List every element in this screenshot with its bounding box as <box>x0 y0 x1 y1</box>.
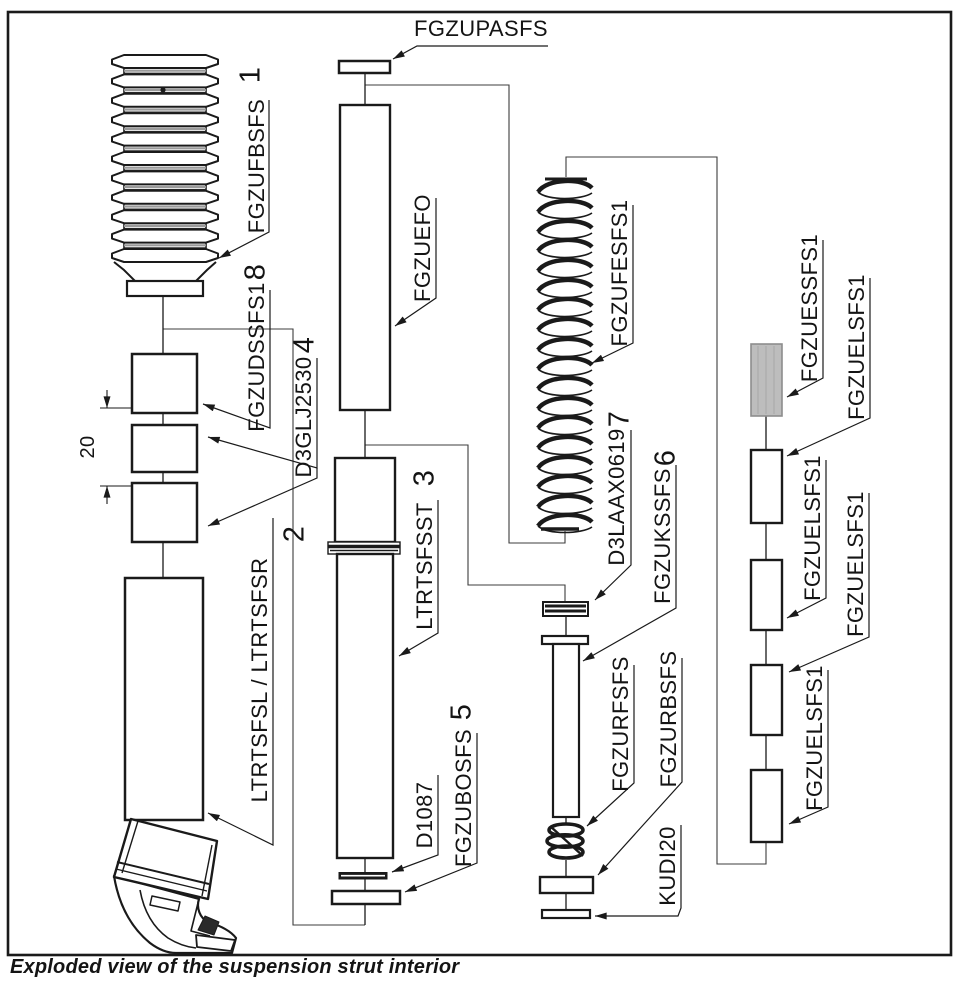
label-fgzuelsfs1-2: FGZUELSFS1 <box>800 455 825 601</box>
label-fgzufesfs1: FGZUFESFS1 <box>607 199 632 347</box>
part-elastomer-2 <box>749 558 784 632</box>
part-elastomer-4 <box>749 768 784 844</box>
label-fgzuefo: FGZUEFO <box>410 194 435 302</box>
item-number-5: 5 <box>445 703 478 721</box>
part-kudi20-plate <box>540 908 592 920</box>
item-number-7: 7 <box>603 410 636 428</box>
part-spacer-block-1 <box>130 352 199 415</box>
part-spacer-block-2 <box>130 423 199 474</box>
label-fgzufbsfs: FGZUFBSFS <box>244 98 269 234</box>
figure-caption: Exploded view of the suspension strut in… <box>10 956 460 978</box>
part-spacer-block-3 <box>130 481 199 544</box>
part-strut-tube <box>327 456 401 860</box>
dimension-20-text: 20 <box>77 435 99 459</box>
leader-lines <box>202 45 871 920</box>
item-number-6: 6 <box>649 449 682 467</box>
part-dust-boot <box>110 53 220 263</box>
drawing-frame <box>6 10 953 957</box>
label-fgzuessfs1: FGZUESSFS1 <box>797 233 822 383</box>
item-number-2: 2 <box>278 525 311 543</box>
part-piston-assembly <box>540 634 590 819</box>
label-fgzurbsfs: FGZURBSFS <box>656 650 681 788</box>
part-elastomer-3 <box>749 663 784 737</box>
part-top-pad <box>337 59 392 75</box>
label-fgzuelsfs1-3: FGZUELSFS1 <box>843 491 868 637</box>
label-fgzupasfs: FGZUPASFS <box>414 16 548 41</box>
assembly-routing-lines <box>163 84 767 926</box>
part-boot-collar <box>113 261 217 298</box>
part-elastomer-gray <box>750 343 783 417</box>
label-kudi20: KUDI20 <box>655 826 680 906</box>
dimension-20 <box>100 390 132 504</box>
item-number-3: 3 <box>408 469 441 487</box>
part-coil-spring <box>538 177 592 533</box>
part-mounting-bracket <box>112 817 238 955</box>
part-bottom-valve <box>330 889 402 906</box>
part-connector-lines <box>162 73 767 925</box>
label-fgzukssfs: FGZUKSSFS <box>650 468 675 604</box>
label-d1087: D1087 <box>412 781 437 849</box>
label-d3laax0619: D3LAAX0619 <box>604 428 629 566</box>
label-ltrtsfsl-r: LTRTSFSL / LTRTSFSR <box>247 557 272 803</box>
item-number-1: 1 <box>234 66 267 84</box>
label-d3glj2530: D3GLJ2530 <box>291 356 316 478</box>
label-ltrtsfsst: LTRTSFSST <box>412 502 437 630</box>
part-rebound-base <box>538 875 595 895</box>
item-number-8: 8 <box>239 263 272 281</box>
item-number-4: 4 <box>288 336 321 354</box>
label-fgzuelsfs1-1: FGZUELSFS1 <box>844 274 869 420</box>
part-washer-d1087 <box>338 872 388 880</box>
part-piston-rod <box>338 103 392 412</box>
boot-vent-dot <box>160 87 166 93</box>
label-fgzurfsfs: FGZURFSFS <box>608 656 633 792</box>
part-rebound-spring <box>545 822 585 860</box>
label-fgzubosfs: FGZUBOSFS <box>451 728 476 868</box>
part-outer-tube-assembly <box>123 576 205 822</box>
part-elastomer-1 <box>749 448 784 525</box>
label-fgzuelsfs1-4: FGZUELSFS1 <box>802 665 827 811</box>
part-spring-seat-disc <box>542 601 589 617</box>
label-fgzudssfs1: FGZUDSSFS1 <box>244 282 269 432</box>
